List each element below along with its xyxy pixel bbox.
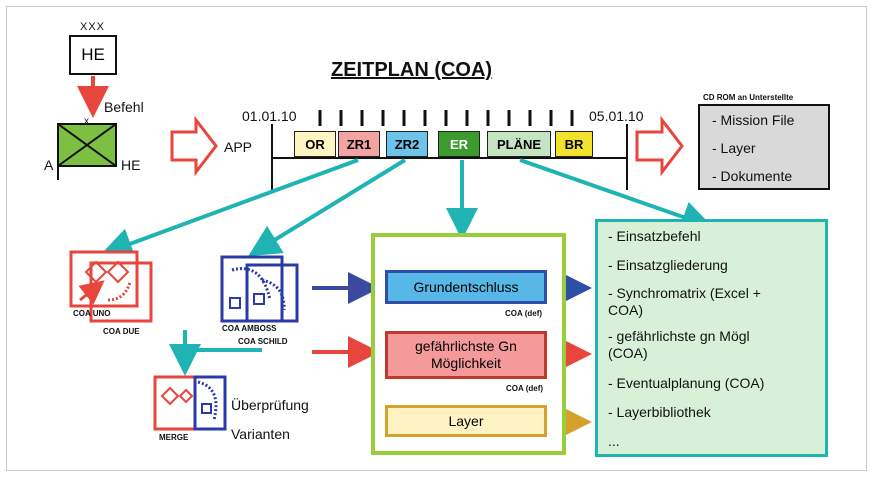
list-item: ...: [608, 433, 620, 449]
segment-er: ER: [438, 131, 480, 157]
cd-rom-heading: CD ROM an Unterstellte: [703, 93, 794, 102]
grundentschluss-box: Grundentschluss: [385, 270, 547, 304]
coa-schild-label: COA SCHILD: [238, 337, 288, 346]
he-echelon-marker: XXX: [80, 21, 106, 33]
cd-rom-item: - Layer: [712, 140, 756, 156]
segment-or: OR: [294, 131, 336, 157]
list-item: - Synchromatrix (Excel + COA): [608, 285, 761, 318]
unit-right-label: HE: [121, 157, 141, 173]
unit-left-label: A: [44, 157, 54, 173]
merge-icon: [153, 375, 227, 431]
list-item: - Layerbibliothek: [608, 404, 711, 420]
timeline-ticks: [318, 110, 574, 126]
list-item: - Einsatzbefehl: [608, 228, 701, 244]
list-item: - Einsatzgliederung: [608, 257, 728, 273]
app-arrow: [170, 115, 218, 177]
list-item: - gefährlichste gn Mögl (COA): [608, 328, 750, 361]
coa-uno-label: COA UNO: [73, 309, 111, 318]
gefaehrlichste-box: gefährlichste Gn Möglichkeit: [385, 331, 547, 379]
befehl-label: Befehl: [104, 99, 144, 115]
deliverables-list: - Einsatzbefehl - Einsatzgliederung - Sy…: [595, 219, 828, 457]
varianten-label: Varianten: [231, 426, 290, 442]
coa-amboss-label: COA AMBOSS: [222, 324, 277, 333]
cd-rom-item: - Dokumente: [712, 168, 793, 184]
list-item: - Eventualplanung (COA): [608, 375, 765, 391]
timeline-start-date: 01.01.10: [242, 108, 297, 124]
cd-rom-item: - Mission File: [712, 112, 795, 128]
gefaehrlichste-tag: COA (def): [506, 384, 544, 393]
page-title: ZEITPLAN (COA): [331, 59, 493, 81]
app-label: APP: [224, 139, 253, 155]
grundentschluss-tag: COA (def): [505, 309, 543, 318]
segment-plaene: PLÄNE: [487, 131, 551, 157]
segment-zr2: ZR2: [386, 131, 428, 157]
segment-zr1: ZR1: [338, 131, 380, 157]
timeline-end-date: 05.01.10: [589, 108, 644, 124]
merge-label: MERGE: [159, 433, 189, 442]
cd-rom-arrow: [635, 115, 684, 177]
cd-rom-box: - Mission File - Layer - Dokumente: [698, 104, 830, 190]
layer-box: Layer: [385, 405, 547, 437]
unit-echelon-marker: x: [84, 116, 89, 127]
he-box: HE: [69, 35, 117, 75]
coa-amboss-icon: [220, 255, 299, 323]
coa-due-label: COA DUE: [103, 327, 140, 336]
segment-br: BR: [555, 131, 593, 157]
ueberpruefung-label: Überprüfung: [231, 397, 309, 413]
coa-uno-icon: [69, 250, 153, 323]
